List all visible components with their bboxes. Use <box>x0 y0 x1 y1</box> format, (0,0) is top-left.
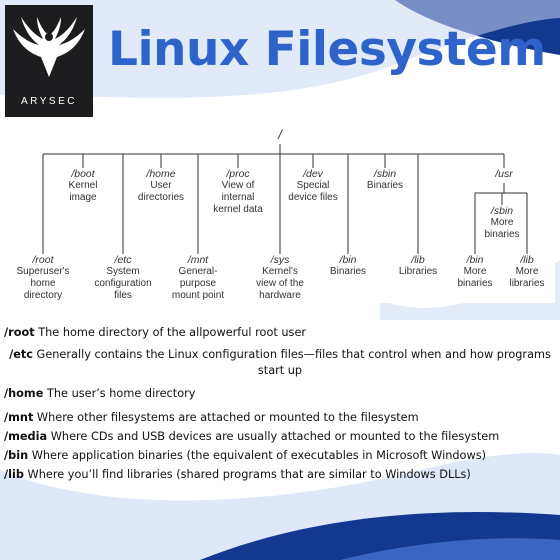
tree-root: / <box>278 127 282 142</box>
desc-root: /root The home directory of the allpower… <box>4 325 306 341</box>
desc-path: /etc <box>9 348 33 361</box>
desc-text: Generally contains the Linux configurati… <box>32 348 551 377</box>
desc-mnt: /mnt Where other filesystems are attache… <box>4 410 419 426</box>
desc-path: /mnt <box>4 411 34 424</box>
desc-path: /root <box>4 326 35 339</box>
desc-path: /media <box>4 430 48 443</box>
desc-text: The home directory of the allpowerful ro… <box>34 326 307 339</box>
desc-text: Where application binaries (the equivale… <box>28 449 486 462</box>
desc-bin: /bin Where application binaries (the equ… <box>4 448 486 464</box>
wave-mid-bottom <box>340 538 560 560</box>
desc-text: Where CDs and USB devices are usually at… <box>47 430 500 443</box>
wave-mid-top <box>0 0 560 98</box>
desc-media: /media Where CDs and USB devices are usu… <box>4 429 499 445</box>
logo-text: ARYSEC <box>21 96 77 107</box>
desc-home: /home The user’s home directory <box>4 386 195 402</box>
wave-light-right <box>380 260 560 320</box>
desc-path: /lib <box>4 468 24 481</box>
desc-text: Where other filesystems are attached or … <box>33 411 419 424</box>
logo: ARYSEC <box>5 5 93 117</box>
desc-text: Where you’ll find libraries (shared prog… <box>23 468 471 481</box>
desc-text: The user’s home directory <box>43 387 196 400</box>
page-title: Linux Filesystem <box>108 22 546 77</box>
eagle-icon <box>13 17 85 77</box>
desc-path: /home <box>4 387 44 400</box>
desc-etc: /etc Generally contains the Linux config… <box>4 347 556 379</box>
tree-lines <box>42 144 528 254</box>
desc-path: /bin <box>4 449 29 462</box>
node-usr: /usr <box>495 168 513 180</box>
desc-lib: /lib Where you’ll find libraries (shared… <box>4 467 471 483</box>
